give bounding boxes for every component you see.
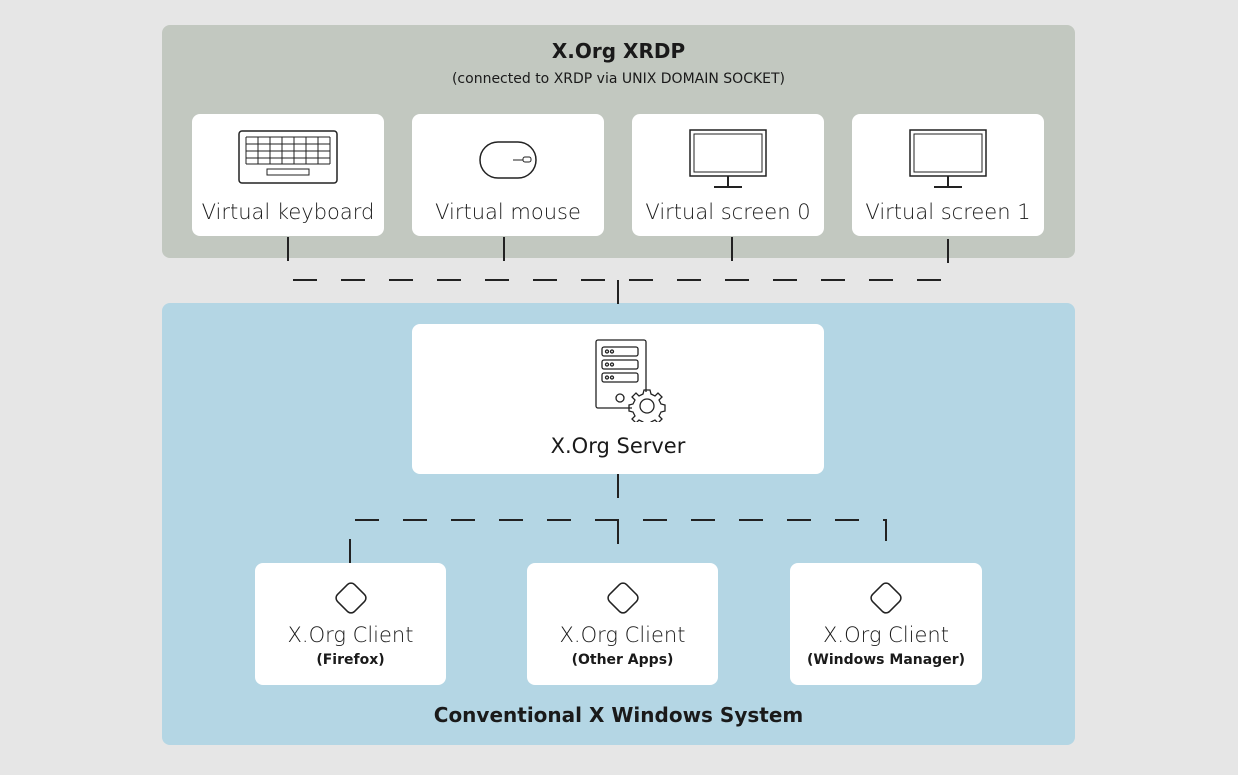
x-system-title: Conventional X Windows System [433,703,804,727]
client-label: X.Org Client [287,623,414,647]
diamond-icon [335,582,367,614]
keyboard-icon [238,130,338,184]
monitor-icon [689,129,767,188]
client-windows-manager-card: X.Org Client (Windows Manager) [790,563,982,685]
device-label: Virtual keyboard [201,200,375,224]
virtual-mouse-card: Virtual mouse [412,114,604,236]
diamond-icon [870,582,902,614]
client-label: X.Org Client [823,623,949,647]
device-bus-line [287,237,949,281]
server-gear-icon [595,339,666,422]
virtual-keyboard-card: Virtual keyboard [192,114,384,236]
device-label: Virtual screen 1 [865,200,1031,224]
client-other-apps-card: X.Org Client (Other Apps) [527,563,718,685]
client-sublabel: (Firefox) [316,652,385,668]
xrdp-title: X.Org XRDP [551,39,686,63]
virtual-screen-1-card: Virtual screen 1 [852,114,1044,236]
client-firefox-card: X.Org Client (Firefox) [255,563,446,685]
device-label: Virtual mouse [435,200,581,224]
diamond-icon [607,582,639,614]
monitor-icon [909,129,987,188]
client-sublabel: (Other Apps) [571,652,674,668]
xorg-server-card: X.Org Server [412,324,824,474]
mouse-icon [479,141,537,179]
xrdp-subtitle: (connected to XRDP via UNIX DOMAIN SOCKE… [451,71,786,87]
client-label: X.Org Client [559,623,686,647]
device-label: Virtual screen 0 [645,200,811,224]
client-sublabel: (Windows Manager) [807,652,965,668]
server-label: X.Org Server [550,434,686,458]
virtual-screen-0-card: Virtual screen 0 [632,114,824,236]
